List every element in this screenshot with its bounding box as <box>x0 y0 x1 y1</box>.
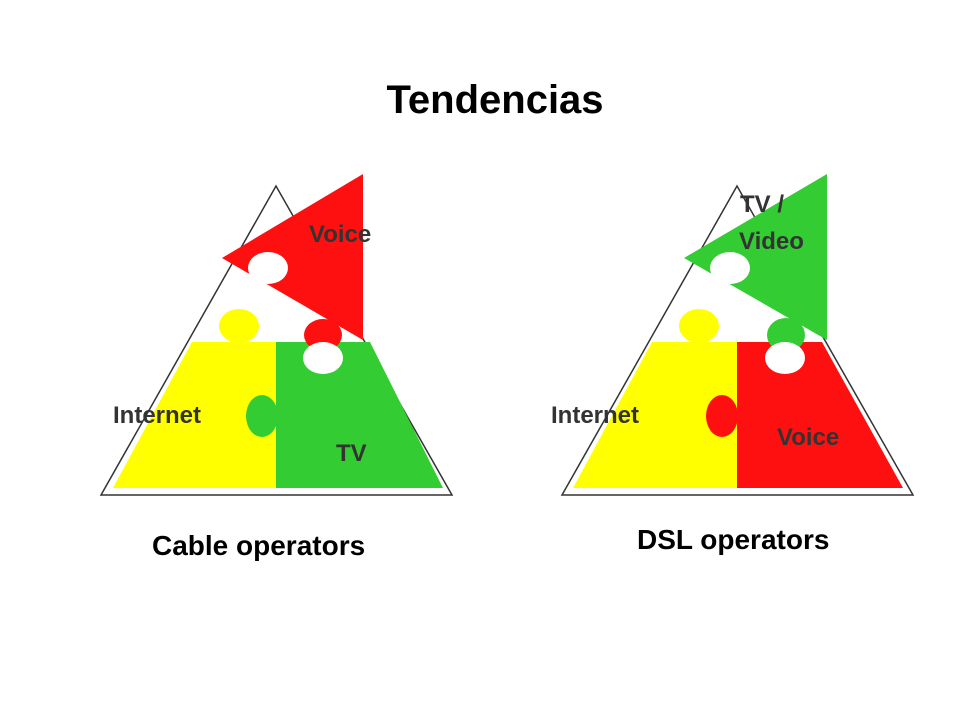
cable-triangle: Voice Internet TV Cable operators <box>99 174 454 561</box>
dsl-knob-red <box>706 395 738 437</box>
dsl-piece-voice <box>737 342 903 488</box>
cable-socket-right <box>303 342 343 374</box>
dsl-knob-green <box>767 318 805 352</box>
dsl-triangle-outline <box>560 184 915 496</box>
cable-caption: Cable operators <box>152 530 365 561</box>
dsl-label-tv-line2: Video <box>739 228 804 255</box>
dsl-triangle: TV / Video Internet Voice DSL operators <box>551 174 915 555</box>
dsl-knob-yellow <box>679 309 719 343</box>
cable-socket-top <box>248 252 288 284</box>
dsl-socket-top <box>710 252 750 284</box>
cable-piece-internet <box>113 342 276 488</box>
dsl-socket-right <box>765 342 805 374</box>
dsl-piece-tv-video <box>684 174 827 340</box>
cable-label-internet: Internet <box>113 402 201 429</box>
dsl-label-tv-line1: TV / <box>740 191 784 218</box>
cable-knob-yellow <box>219 309 259 343</box>
cable-piece-voice <box>222 174 363 340</box>
cable-piece-tv <box>276 342 443 488</box>
dsl-caption: DSL operators <box>637 524 829 555</box>
cable-knob-green <box>246 395 278 437</box>
dsl-label-voice: Voice <box>777 424 839 451</box>
slide-title: Tendencias <box>386 78 604 122</box>
dsl-label-internet: Internet <box>551 402 639 429</box>
cable-knob-red <box>304 319 342 351</box>
dsl-piece-internet <box>573 342 737 488</box>
cable-triangle-outline <box>99 184 454 496</box>
cable-label-voice: Voice <box>309 221 371 248</box>
cable-label-tv: TV <box>336 440 367 467</box>
